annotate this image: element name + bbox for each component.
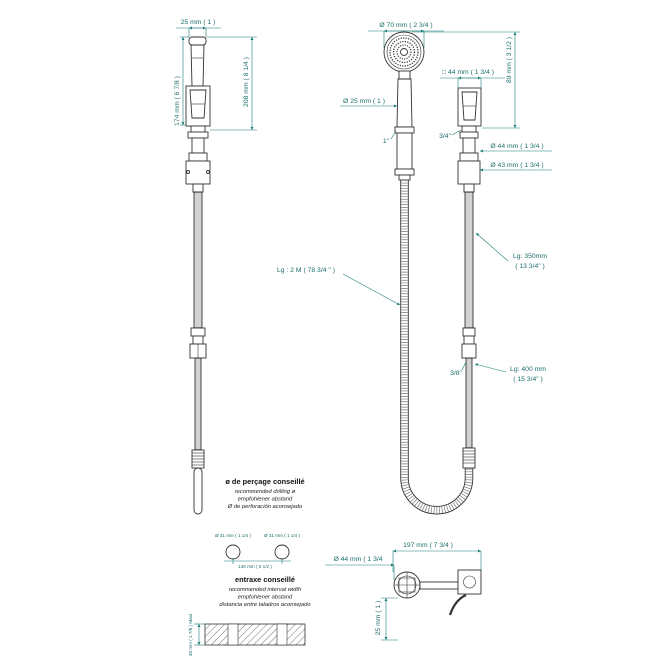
thread-1-label: 1" [383,138,390,145]
right-dimensions: Ø 70 mm ( 2 3/4 ) 89 mm ( 3 1/2 ) □ 44 m… [277,22,552,383]
supply-hose-350 [464,191,474,329]
drilling-holes-plan: Ø 31 mm ( 1 1/4 ) Ø 31 mm ( 1 1/4 ) 140 … [215,533,300,569]
handshower-side [188,36,207,87]
ribbed-connector [191,449,205,469]
holder-fitting-right [457,125,481,193]
hole-left-label: Ø 31 mm ( 1 1/4 ) [215,533,251,538]
collar-44-label: Ø 44 mm ( 1 3/4 ) [490,143,543,150]
height-89-label: 89 mm ( 3 1/2 ) [506,37,513,83]
supply-hose-upper [193,191,203,329]
thread-3-4-label: 3/4" [439,133,451,140]
holder-square-label: □ 44 mm ( 1 3/4 ) [442,69,494,76]
spacing-label: 140 mm ( 5 1/2 ) [238,564,272,569]
interval-title: entraxe conseillé [235,575,295,584]
reach-label: 197 mm ( 7 3/4 ) [403,542,453,549]
holder-fitting [185,125,211,193]
drilling-de: empfohlener abstand [238,497,293,503]
supply-hose-lower [194,357,202,451]
hose-400-inch-label: ( 15 3/4" ) [513,376,543,383]
hose-nut-right [461,327,477,359]
head-diameter-label: Ø 70 mm ( 2 3/4 ) [379,22,432,29]
hole-right-label: Ø 31 mm ( 1 1/4 ) [264,533,300,538]
countertop-section: 48 mm ( 1 7/8 ) Maxi [188,614,306,656]
max-thickness-label: 48 mm ( 1 7/8 ) Maxi [188,614,193,656]
ribbed-connector-right [462,447,476,469]
mounting-shank [193,467,203,515]
top-view-dimensions: 197 mm ( 7 3/4 ) Ø 44 mm ( 1 3/4 25 mm (… [325,542,482,641]
interval-en: recommended interval width [229,587,302,593]
drilling-notes: ø de perçage conseillé recommended drill… [225,477,304,510]
drilling-es: Ø de perforación aconsejado [227,504,303,510]
handshower-head [383,31,425,73]
supply-hose-400 [465,357,473,449]
hole-right [274,544,290,560]
left-view [185,36,211,515]
left-width-label: 25 mm ( 1 ) [181,19,216,26]
left-height-174-label: 174 mm ( 6 7/8 ) [174,76,181,126]
hole-left [225,544,241,560]
hose-2m-label: Lg : 2 M ( 78 3/4 " ) [277,267,335,274]
handle-diameter-label: Ø 25 mm ( 1 ) [343,98,385,105]
interval-notes: entraxe conseillé recommended interval w… [219,575,311,608]
hose-350-inch-label: ( 13 3/4" ) [515,263,545,270]
handshower-handle [394,70,415,181]
collar-43-label: Ø 43 mm ( 1 3/4 ) [490,162,543,169]
top-diameter-label: Ø 44 mm ( 1 3/4 [333,556,382,563]
drilling-en: recommended drilling ø [235,489,296,495]
thread-3-8-label: 3/8" [450,370,462,377]
interval-de: empfohlener abstand [238,595,293,601]
hose-350-label: Lg: 350mm [513,253,547,260]
drilling-title: ø de perçage conseillé [225,477,304,486]
left-height-208-label: 208 mm ( 8 1/4 ) [243,57,250,107]
interval-es: distancia entre taladros aconsejado [219,602,311,608]
top-view [393,569,482,616]
shower-hose-2m [400,180,474,515]
right-view [383,31,482,515]
top-height-label: 25 mm ( 1 ) [375,601,382,636]
wall-holder-side [457,87,482,127]
wall-holder-front [185,85,211,127]
hose-400-label: Lg: 400 mm [510,366,546,373]
hose-nut [189,327,207,359]
left-dimensions: 25 mm ( 1 ) 174 mm ( 6 7/8 ) 208 mm ( 8 … [174,19,257,131]
